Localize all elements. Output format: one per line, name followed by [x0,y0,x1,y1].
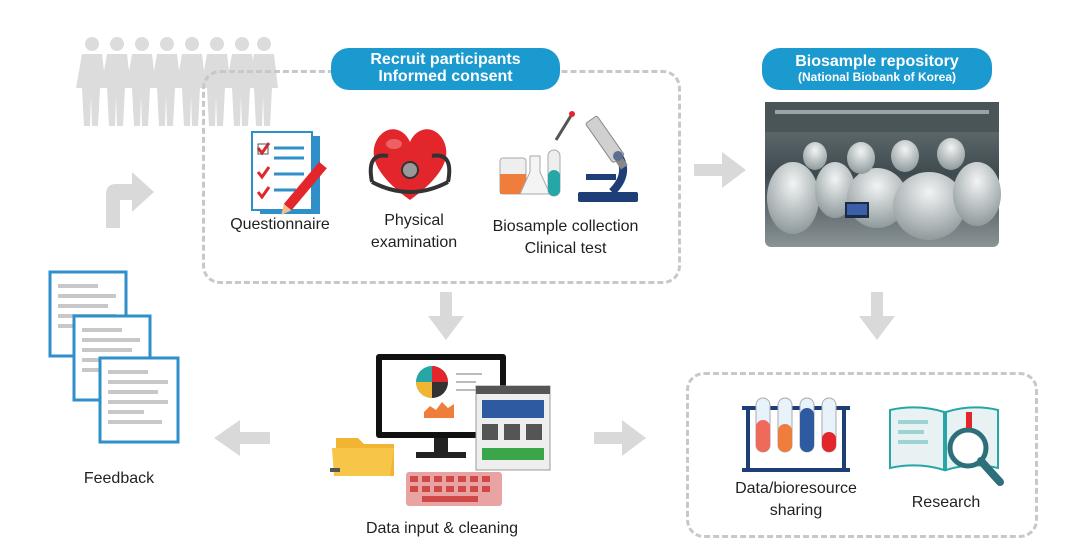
recruit-line2: Informed consent [378,68,513,85]
biobank-photo [765,102,1001,247]
feedback-label: Feedback [83,470,155,487]
biosample-repository-pill: Biosample repository (National Biobank o… [762,48,992,90]
repository-line2: (National Biobank of Korea) [797,70,956,85]
heart-stethoscope-icon [368,129,452,200]
test-tubes-icon [742,397,850,472]
magnifier-book-icon [889,406,1004,486]
biosample-label: Biosample collection Clinical test [478,216,653,259]
repository-line1: Biosample repository [795,53,959,71]
arrow-right-bottom-icon [594,420,646,456]
questionnaire-icon [251,131,327,215]
folder-icon [330,438,394,476]
questionnaire-label: Questionnaire [230,216,330,233]
arrow-left-icon [214,420,270,456]
recruit-line1: Recruit participants [370,51,521,69]
physical-exam-label: Physical examination [356,210,472,253]
sharing-label: Data/bioresource sharing [718,478,874,521]
arrow-down-center-icon [428,292,464,340]
sharing-dashed-box [686,372,1038,538]
computer-monitor-icon [376,354,551,471]
keyboard-icon [406,472,502,506]
lab-flask-icon [499,111,575,197]
arrow-down-right-icon [859,292,895,340]
physical-line2: examination [370,233,458,251]
research-label: Research [911,494,981,511]
arrow-right-icon [694,152,746,188]
physical-line1: Physical [384,212,444,229]
biosample-line1: Biosample collection [492,218,639,235]
people-silhouettes-icon [76,37,278,126]
biosample-line2: Clinical test [524,239,607,257]
sharing-line2: sharing [769,501,823,519]
documents-icon [48,270,180,444]
data-input-label: Data input & cleaning [365,520,519,537]
sharing-line1: Data/bioresource [735,480,857,497]
microscope-icon [578,115,638,202]
turn-arrow-icon [106,172,154,228]
recruit-participants-pill: Recruit participants Informed consent [331,48,560,90]
